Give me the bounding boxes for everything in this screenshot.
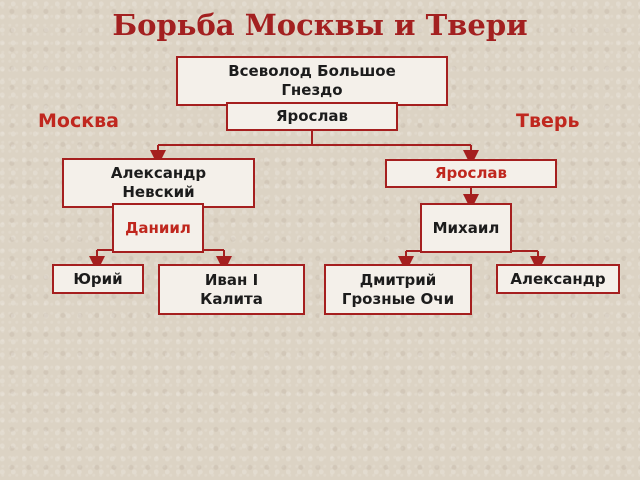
node-alexander-nevsky: Александр Невский: [62, 158, 255, 208]
node-dmitry: Дмитрий Грозные Очи: [324, 264, 472, 315]
node-alexander-tver: Александр: [496, 264, 620, 294]
node-daniil: Даниил: [112, 203, 204, 253]
node-mikhail: Михаил: [420, 203, 512, 253]
node-yaroslav-tver: Ярослав: [385, 159, 557, 188]
node-yuri: Юрий: [52, 264, 144, 294]
node-vsevolod: Всеволод Большое Гнездо: [176, 56, 448, 106]
node-yaroslav-root: Ярослав: [226, 102, 398, 131]
page-title: Борьба Москвы и Твери: [112, 8, 528, 42]
moscow-label: Москва: [38, 110, 119, 132]
tver-label: Тверь: [516, 110, 580, 132]
node-ivan-kalita: Иван I Калита: [158, 264, 305, 315]
